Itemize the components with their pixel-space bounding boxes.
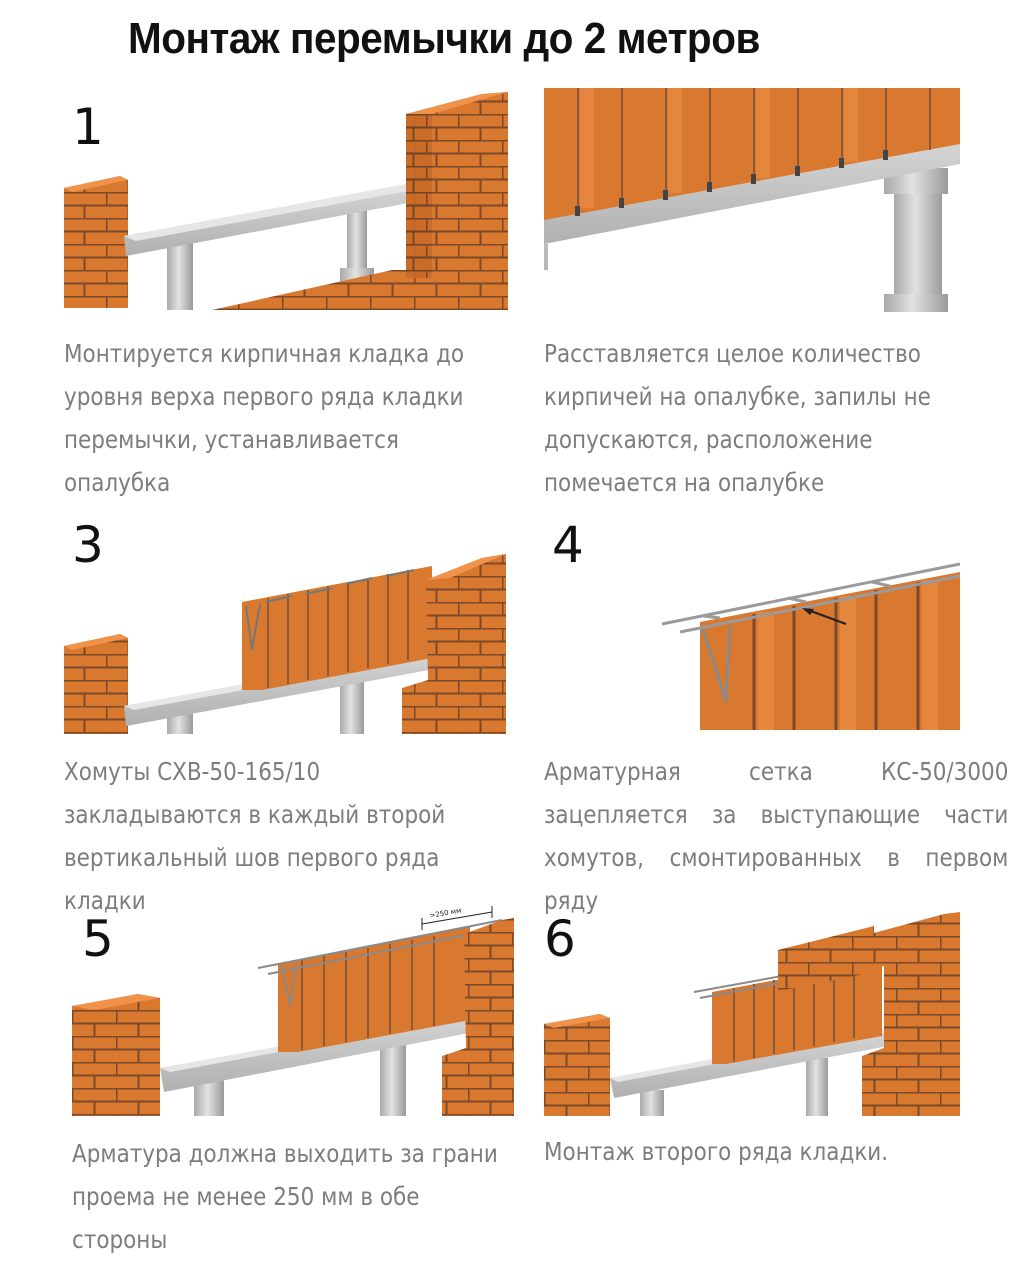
- step-6-caption: Монтаж второго ряда кладки.: [544, 1137, 889, 1166]
- step-3-caption: Хомуты СХВ-50-165/10 закладываются в каж…: [64, 757, 446, 915]
- brick-row: [544, 88, 960, 220]
- step-2-illustration: [544, 88, 960, 312]
- step-5-illustration: >250 мм: [72, 906, 514, 1116]
- step-2-caption: Расставляется целое количество кирпичей …: [544, 339, 931, 497]
- step-1-caption: Монтируется кирпичная кладка до уровня в…: [64, 339, 465, 497]
- step-number-3: 3: [72, 516, 104, 574]
- step-1-illustration: [64, 92, 508, 310]
- step-number-4: 4: [552, 516, 584, 574]
- step-5-caption: Арматура должна выходить за грани проема…: [72, 1139, 498, 1254]
- page-title: Монтаж перемычки до 2 метров: [128, 14, 760, 63]
- step-number-6: 6: [544, 910, 576, 968]
- step-number-5: 5: [82, 910, 114, 968]
- step-4-illustration: [661, 562, 960, 730]
- step-number-1: 1: [72, 98, 104, 156]
- step-6-illustration: [544, 912, 960, 1116]
- step-4-caption: Арматурная сетка КС-50/3000 зацепляется …: [544, 757, 1009, 915]
- step-3-illustration: [64, 554, 506, 734]
